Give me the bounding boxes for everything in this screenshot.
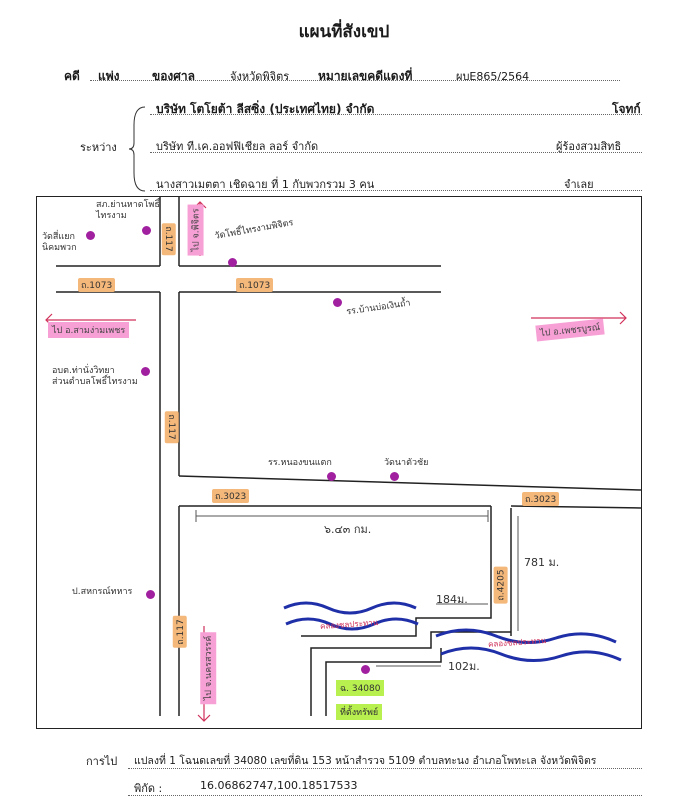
school2-pin-icon — [327, 472, 336, 481]
direction-left: ไป อ.สามง่ามเพชร — [48, 322, 130, 338]
wat-na-pin-icon — [390, 472, 399, 481]
route-label: การไป — [86, 755, 118, 768]
defendant-line — [150, 190, 642, 191]
road-117-top: ถ.117 — [161, 223, 176, 255]
distance-3: 184ม. — [436, 593, 468, 606]
between-label: ระหว่าง — [80, 141, 117, 154]
obt-label: อบต.ท่านั่งวิทยา ส่วนตำบลโพธิ์ไทรงาม — [52, 366, 138, 387]
distance-2: 781 ม. — [524, 556, 560, 569]
map-drawing — [45, 196, 642, 722]
defendant-name: นางสาวเมตตา เชิดฉาย ที่ 1 กับพวกรวม 3 คน — [156, 178, 375, 191]
parcel-note: ที่ตั้งทรัพย์ — [336, 704, 383, 720]
case-number-label: หมายเลขคดีแดงที่ — [318, 69, 413, 83]
parcel-pin-icon — [361, 665, 370, 674]
wat-pho-pin-icon — [228, 258, 237, 267]
subrogee-role: ผู้ร้องสวมสิทธิ — [556, 140, 622, 153]
subrogee-line — [150, 152, 642, 153]
coordinate-value: 16.06862747,100.18517533 — [200, 779, 358, 792]
direction-down: ไป จ.นครสวรรค์ — [200, 631, 217, 705]
map-frame — [36, 196, 642, 729]
obt-pin-icon — [141, 367, 150, 376]
distance-4: 102ม. — [448, 660, 480, 673]
subrogee-name: บริษัท ที.เค.ออฟฟิเชียล ลอร์ จำกัด — [156, 140, 319, 153]
defendant-role: จำเลย — [564, 178, 594, 191]
case-label: คดี — [64, 69, 80, 83]
coordinate-label: พิกัด : — [134, 782, 163, 795]
route-line — [128, 768, 642, 769]
plaintiff-role: โจทก์ — [612, 102, 641, 116]
road-3023-right: ถ.3023 — [522, 492, 560, 506]
school1-pin-icon — [333, 298, 342, 307]
road-117-bottom: ถ.117 — [172, 616, 187, 648]
road-3023-left: ถ.3023 — [212, 489, 250, 503]
road-4205: ถ.4205 — [493, 566, 508, 604]
plaintiff-line — [150, 114, 642, 115]
case-type: แพ่ง — [98, 69, 120, 83]
direction-up: ไป จ.พิจิตร — [187, 204, 204, 256]
case-line — [90, 80, 620, 81]
court-name: จังหวัดพิจิตร — [230, 70, 290, 83]
bracket — [128, 106, 146, 192]
case-number: ผบE865/2564 — [456, 70, 530, 83]
document-title: แผนที่สังเขป — [298, 22, 390, 42]
wat-ban-label: วัดสี่แยก นิคมพวก — [42, 232, 77, 253]
road-1073-left: ถ.1073 — [78, 278, 116, 292]
road-1073-right: ถ.1073 — [236, 278, 274, 292]
route-text: แปลงที่ 1 โฉนดเลขที่ 34080 เลขที่ดิน 153… — [134, 755, 597, 767]
court-label: ของศาล — [152, 69, 195, 83]
wat-na-label: วัดนาตัวชัย — [384, 458, 429, 468]
police-pin-icon — [142, 226, 151, 235]
post-label: ป.สหกรณ์ทหาร — [72, 587, 133, 597]
parcel-deed: ฉ. 34080 — [336, 680, 385, 696]
police-label: สภ.ย่านหาดโพธิ์ ไทรงาม — [96, 200, 160, 221]
wat-ban-pin-icon — [86, 231, 95, 240]
plaintiff-name: บริษัท โตโยต้า ลีสซิ่ง (ประเทศไทย) จำกัด — [156, 102, 375, 116]
post-pin-icon — [146, 590, 155, 599]
coordinate-line — [128, 795, 642, 796]
road-117-mid: ถ.117 — [164, 411, 179, 443]
school2-label: รร.หนองขนแตก — [268, 458, 332, 468]
distance-1: ๖.๔๓ กม. — [324, 523, 372, 536]
